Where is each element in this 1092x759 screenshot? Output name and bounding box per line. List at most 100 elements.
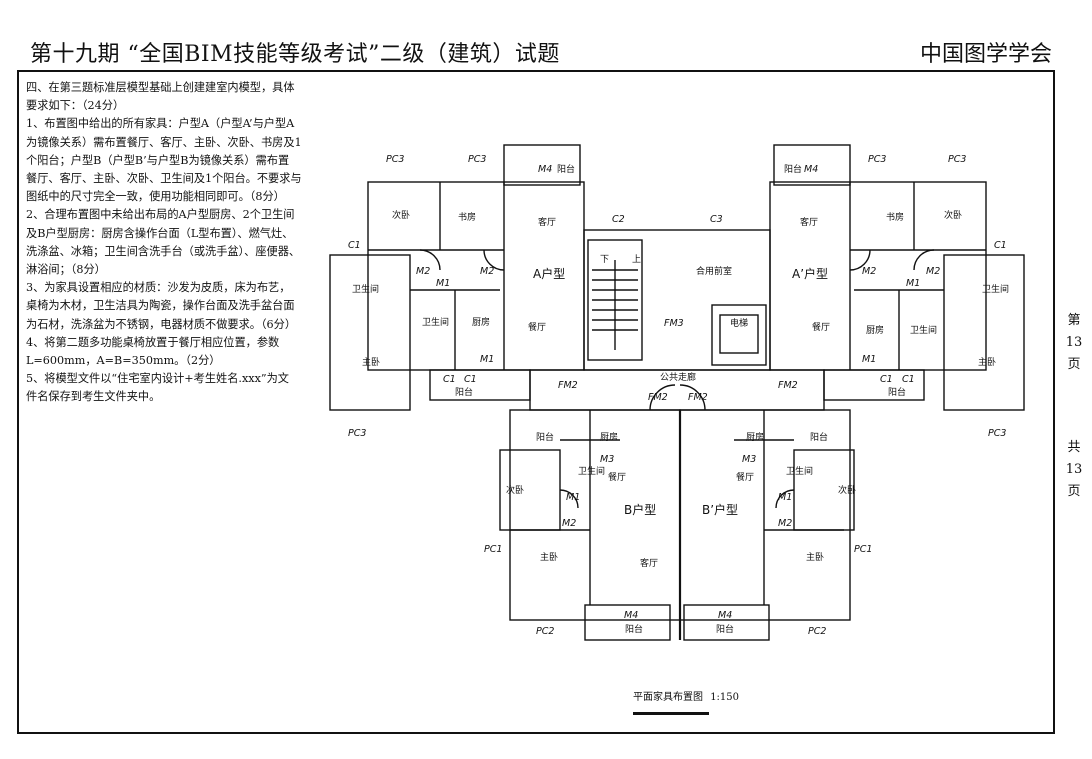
room-label: 下 [600, 255, 609, 265]
apartment-label: A’户型 [792, 266, 828, 281]
plan-wall [719, 314, 759, 354]
total-char: 13 [1065, 462, 1083, 477]
window-tag: PC2 [808, 626, 826, 637]
room-label: 阳台 [536, 431, 554, 443]
page-char: 13 [1065, 335, 1083, 350]
task-line: 为石材，洗涤盆为不锈钢，电器材质不做要求。（6分） [26, 317, 297, 331]
door-tag: FM2 [558, 380, 578, 391]
window-tag: C1 [902, 374, 915, 385]
room-label: 阳台 [888, 386, 906, 398]
door-tag: FM2 [688, 392, 708, 403]
room-label: 阳台 [784, 163, 802, 175]
door-tag: M1 [566, 492, 580, 503]
window-tag: C1 [443, 374, 456, 385]
door-tag: M3 [742, 454, 756, 465]
room-label: 餐厅 [812, 321, 830, 333]
room-label: 次卧 [506, 484, 524, 496]
window-tag: PC3 [468, 154, 486, 165]
task-line: 餐厅、客厅、主卧、次卧、卫生间及1个阳台。不要求与 [26, 172, 302, 186]
apartment-label: B’户型 [702, 502, 738, 517]
door-tag: FM2 [648, 392, 668, 403]
door-swing [559, 489, 579, 509]
window-tag: PC3 [868, 154, 886, 165]
window-tag: C1 [994, 240, 1007, 251]
plan-wall [584, 604, 671, 641]
door-tag: M2 [862, 266, 876, 277]
room-label: 次卧 [838, 484, 856, 496]
door-tag: M4 [804, 164, 818, 175]
door-tag: M4 [624, 610, 638, 621]
door-tag: M3 [600, 454, 614, 465]
door-tag: M1 [436, 278, 450, 289]
plan-caption-title: 平面家具布置图 [633, 692, 703, 703]
room-label: 厨房 [866, 324, 884, 336]
plan-caption-scale: 1:150 [710, 692, 740, 703]
task-line: 1、布置图中给出的所有家具：户型A（户型A’与户型A [26, 117, 295, 131]
door-tag: FM3 [664, 318, 684, 329]
task-line: 及B户型厨房：厨房含操作台面（L型布置）、燃气灶、 [26, 226, 294, 240]
room-label: 阳台 [557, 163, 575, 175]
door-tag: M1 [480, 354, 494, 365]
door-tag: M1 [906, 278, 920, 289]
door-tag: M2 [480, 266, 494, 277]
window-tag: C1 [880, 374, 893, 385]
room-label: 阳台 [455, 386, 473, 398]
room-label: 客厅 [538, 216, 556, 228]
exam-header-org: 中国图学学会 [919, 42, 1052, 67]
task-line: 4、将第二题多功能桌椅放置于餐厅相应位置，参数 [26, 335, 280, 349]
plan-wall [711, 304, 767, 366]
room-label: 厨房 [472, 316, 490, 328]
room-label: 书房 [458, 211, 476, 223]
window-tag: C2 [612, 214, 625, 225]
window-tag: C1 [464, 374, 477, 385]
room-label: 主卧 [806, 551, 824, 563]
page-number-side: 第 13 页 [1064, 310, 1084, 376]
room-label: 客厅 [800, 216, 818, 228]
task-line: 个阳台；户型B（户型B’与户型B为镜像关系）需布置 [26, 153, 290, 167]
task-line: 洗涤盆、冰箱；卫生间含洗手台（或洗手盆）、座便器、 [26, 244, 301, 258]
task-text: 四、在第三题标准层模型基础上创建建室内模型，具体要求如下：（24分）1、布置图中… [26, 79, 308, 407]
room-label: 次卧 [944, 209, 962, 221]
task-line: 5、将模型文件以“住宅室内设计+考生姓名.xxx”为文 [26, 372, 289, 386]
apartment-label: A户型 [533, 266, 565, 281]
door-tag: M2 [562, 518, 576, 529]
room-label: 阳台 [716, 623, 734, 635]
door-swing [419, 249, 441, 271]
plan-wall [587, 239, 643, 361]
window-tag: PC3 [988, 428, 1006, 439]
plan-wall [943, 254, 1025, 411]
door-tag: FM2 [778, 380, 798, 391]
room-label: 电梯 [730, 317, 748, 329]
door-tag: M1 [862, 354, 876, 365]
task-line: 3、为家具设置相应的材质：沙发为皮质，床为布艺， [26, 281, 291, 295]
task-line: 四、在第三题标准层模型基础上创建建室内模型，具体 [26, 81, 295, 94]
task-line: 为镜像关系）需布置餐厅、客厅、主卧、次卧、书房及1 [26, 135, 302, 149]
door-swing [913, 249, 935, 271]
door-swing [849, 249, 871, 271]
room-label: 卫生间 [422, 316, 449, 328]
task-line: 淋浴间；（8分） [26, 263, 106, 277]
room-label: 厨房 [746, 431, 764, 443]
task-line: 桌椅为木材，卫生洁具为陶瓷，操作台面及洗手盆台面 [26, 299, 295, 313]
apartment-label: B户型 [624, 502, 656, 517]
door-swing [483, 249, 505, 271]
room-label: 主卧 [978, 356, 996, 368]
task-line: 图纸中的尺寸完全一致，使用功能相同即可。（8分） [26, 190, 285, 204]
floor-plan: 次卧 书房 客厅 卫生间 卫生间 厨房 餐厅 主卧 阳台 阳台 次卧 书房 客厅… [329, 144, 1025, 641]
room-label: 餐厅 [608, 471, 626, 483]
window-tag: C3 [710, 214, 723, 225]
room-label: 卫生间 [982, 283, 1009, 295]
page-char: 页 [1067, 357, 1081, 372]
room-label: 次卧 [392, 209, 410, 221]
window-tag: PC3 [948, 154, 966, 165]
room-label: 卫生间 [786, 465, 813, 477]
task-line: 2、合理布置图中未给出布局的A户型厨房、2个卫生间 [26, 208, 295, 222]
plan-caption: 平面家具布置图 1:150 [633, 688, 739, 715]
door-tag: M2 [778, 518, 792, 529]
plan-wall [503, 144, 581, 186]
room-label: 卫生间 [910, 324, 937, 336]
room-label: 主卧 [362, 356, 380, 368]
door-tag: M1 [778, 492, 792, 503]
room-label: 厨房 [600, 431, 618, 443]
room-label: 阳台 [625, 623, 643, 635]
